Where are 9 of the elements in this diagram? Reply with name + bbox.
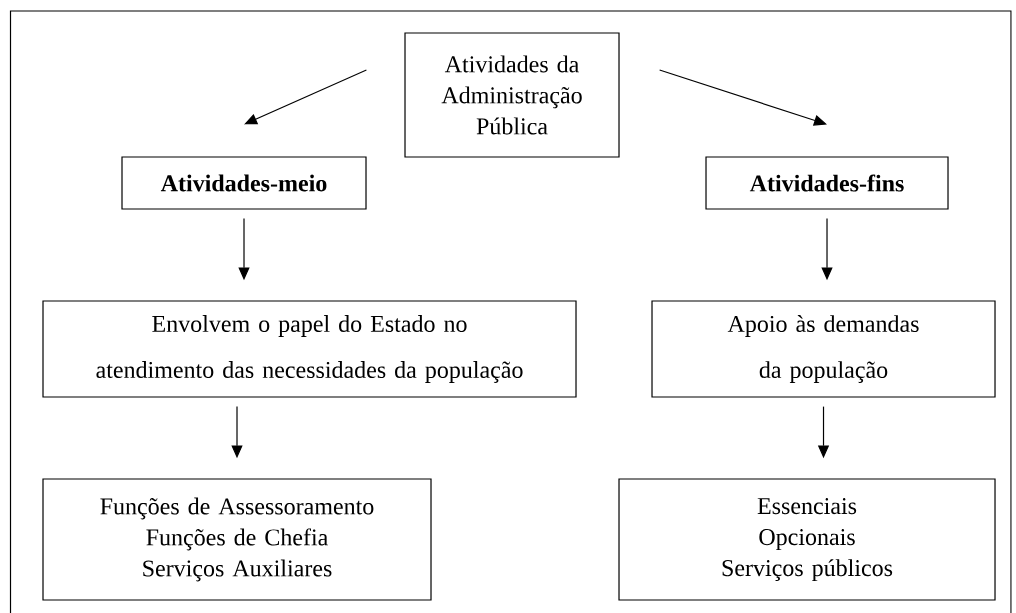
text-box: Essenciais Opcionais Serviços públicos (618, 478, 996, 601)
arrow (659, 69, 827, 126)
text-box: Atividades da Administração Pública (404, 32, 620, 158)
arrow (244, 69, 367, 125)
text-box: Apoio às demandas da população (651, 300, 996, 398)
text-box: Funções de Assessoramento Funções de Chefia Serviços Auxiliares (42, 478, 432, 601)
text-box: Envolvem o papel do Estado no atendimento das necessidades da população (42, 300, 577, 398)
heading-box: Atividades-fins (705, 156, 949, 210)
heading-box: Atividades-meio (121, 156, 367, 210)
